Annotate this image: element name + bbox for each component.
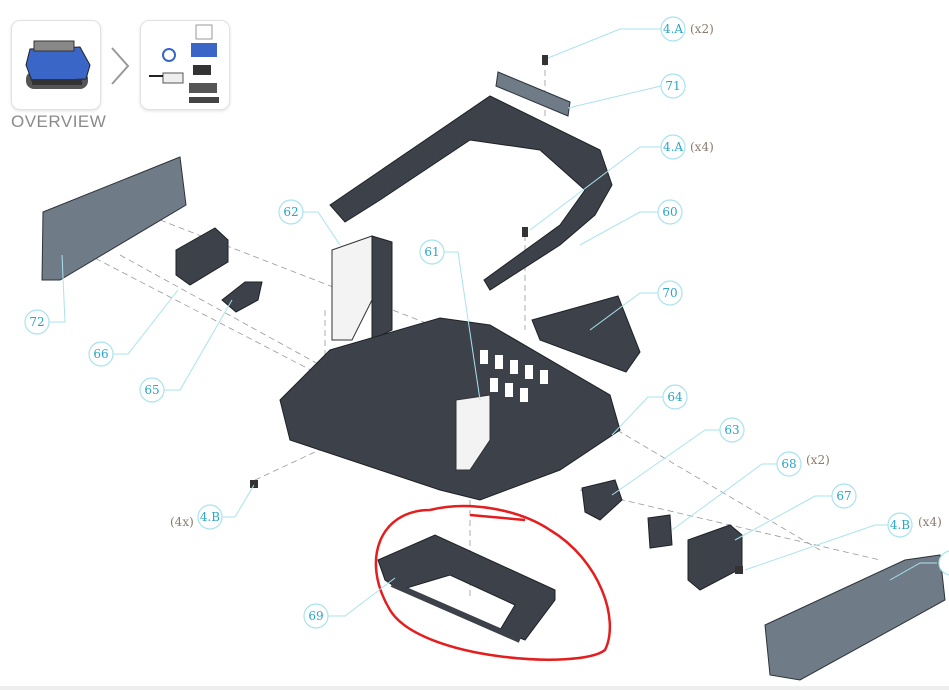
svg-text:60: 60 bbox=[662, 205, 677, 219]
part-chassis bbox=[279, 317, 621, 501]
part-4b-screws bbox=[250, 480, 743, 574]
svg-text:61: 61 bbox=[424, 245, 439, 259]
part-65-clip bbox=[221, 281, 263, 313]
callout-61[interactable]: 61 bbox=[419, 239, 445, 265]
svg-text:4.B: 4.B bbox=[890, 518, 910, 532]
part-69-bottom-frame bbox=[377, 534, 556, 643]
svg-text:(x2): (x2) bbox=[690, 22, 714, 36]
part-60-top-cover bbox=[329, 95, 613, 291]
svg-text:66: 66 bbox=[93, 347, 108, 361]
part-70-roller bbox=[531, 295, 641, 373]
part-68-clip bbox=[647, 514, 673, 549]
svg-text:70: 70 bbox=[662, 286, 677, 300]
chevron-right-icon bbox=[111, 47, 130, 85]
svg-text:(4x): (4x) bbox=[170, 515, 194, 529]
svg-text:4.A: 4.A bbox=[663, 140, 683, 154]
overview-label[interactable]: OVERVIEW bbox=[11, 112, 107, 131]
overview-thumbnail[interactable] bbox=[11, 20, 101, 110]
callout-62[interactable]: 62 bbox=[278, 199, 304, 225]
part-62-filter-holder bbox=[331, 235, 393, 341]
svg-text:69: 69 bbox=[308, 609, 323, 623]
highlight-annotation bbox=[374, 504, 612, 661]
callout-68[interactable]: 68 (x2) bbox=[776, 451, 830, 477]
bottom-divider bbox=[0, 686, 949, 690]
callout-cut-off[interactable] bbox=[938, 550, 949, 576]
callout-64[interactable]: 64 bbox=[662, 384, 688, 410]
callout-4b-x4[interactable]: 4.B (x4) bbox=[887, 512, 942, 538]
callout-4b-4x[interactable]: 4.B (4x) bbox=[170, 504, 223, 530]
svg-text:65: 65 bbox=[144, 383, 159, 397]
part-4a-screws bbox=[522, 55, 548, 237]
robot-cleaner-image bbox=[25, 40, 91, 89]
svg-text:4.A: 4.A bbox=[663, 22, 683, 36]
part-71-handle bbox=[495, 71, 571, 117]
callout-60[interactable]: 60 bbox=[657, 199, 683, 225]
svg-text:67: 67 bbox=[836, 489, 851, 503]
callout-66[interactable]: 66 bbox=[88, 341, 114, 367]
part-67-motor-housing bbox=[687, 524, 743, 591]
part-63-latch bbox=[581, 479, 623, 521]
svg-text:(x4): (x4) bbox=[690, 140, 714, 154]
parts-thumbnail[interactable] bbox=[140, 20, 230, 110]
part-72-rear-brush bbox=[764, 554, 946, 681]
callout-4a-x4[interactable]: 4.A (x4) bbox=[660, 134, 714, 160]
svg-text:(x4): (x4) bbox=[918, 515, 942, 529]
svg-text:64: 64 bbox=[667, 390, 683, 404]
callout-70[interactable]: 70 bbox=[657, 280, 683, 306]
svg-text:4.B: 4.B bbox=[200, 510, 220, 524]
part-66-motor-housing bbox=[175, 227, 229, 286]
callout-69[interactable]: 69 bbox=[303, 603, 329, 629]
callout-63[interactable]: 63 bbox=[719, 417, 745, 443]
callout-4a-x2[interactable]: 4.A (x2) bbox=[660, 16, 714, 42]
svg-text:68: 68 bbox=[781, 457, 796, 471]
svg-text:63: 63 bbox=[724, 423, 739, 437]
callout-67[interactable]: 67 bbox=[831, 483, 857, 509]
callout-65[interactable]: 65 bbox=[139, 377, 165, 403]
exploded-parts-image bbox=[149, 24, 219, 103]
part-72-front-brush bbox=[41, 156, 187, 281]
svg-text:(x2): (x2) bbox=[806, 453, 830, 467]
svg-text:72: 72 bbox=[29, 315, 44, 329]
svg-text:71: 71 bbox=[665, 79, 680, 93]
svg-text:62: 62 bbox=[283, 205, 298, 219]
leader-lines bbox=[49, 28, 937, 617]
callout-72[interactable]: 72 bbox=[24, 309, 50, 335]
callout-71[interactable]: 71 bbox=[660, 73, 686, 99]
